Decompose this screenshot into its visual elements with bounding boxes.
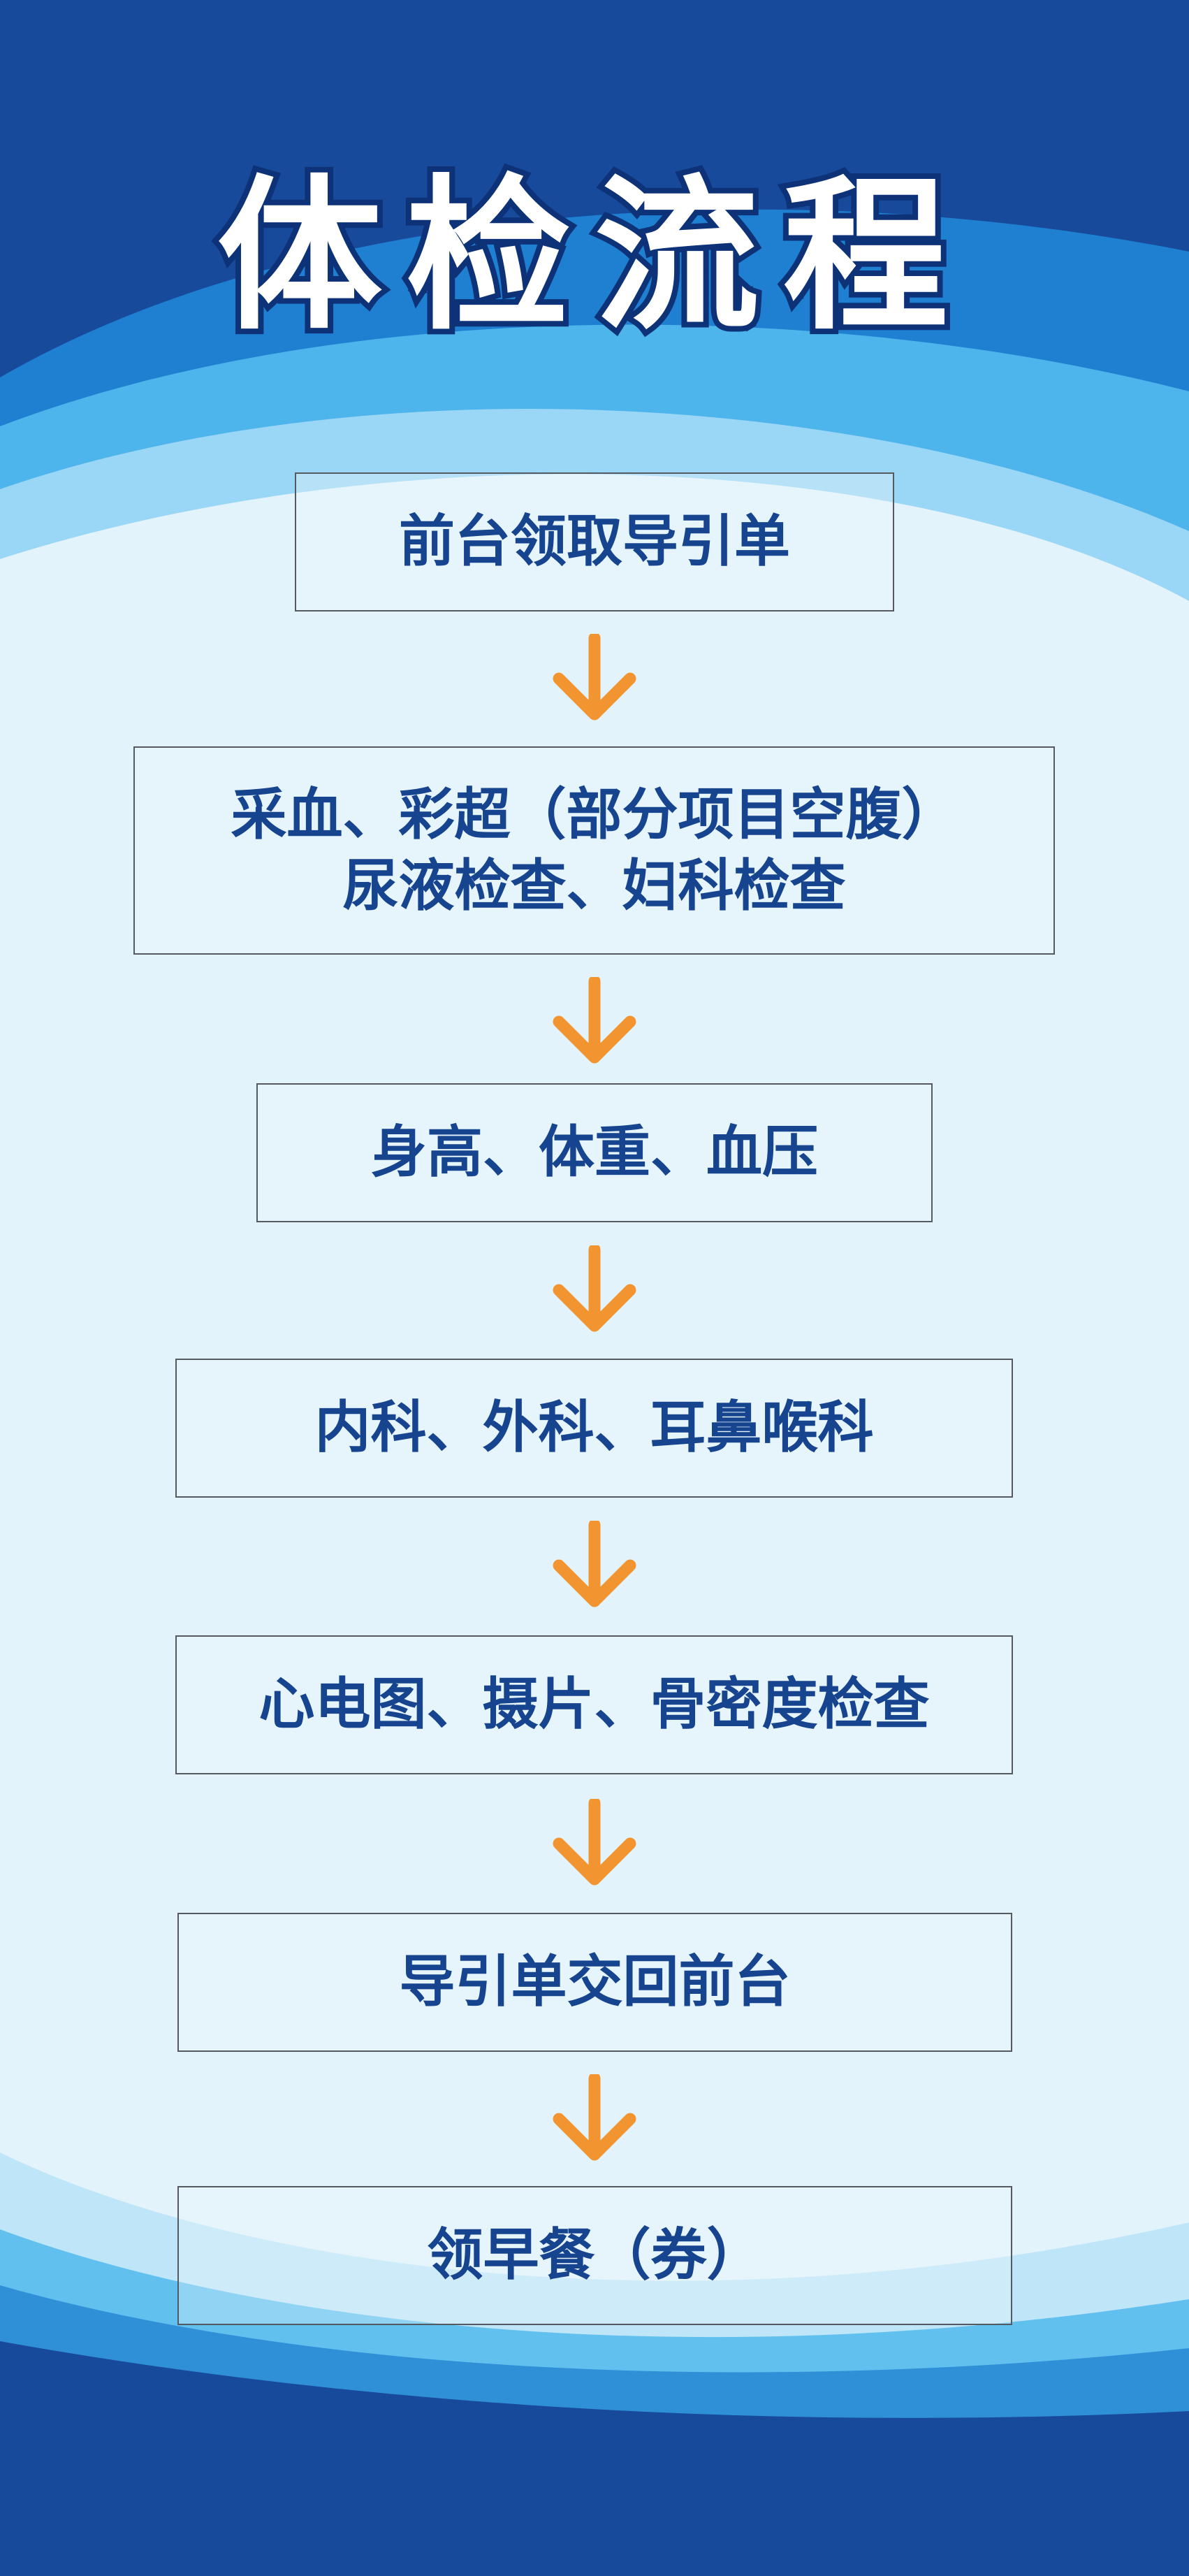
step-7-text: 领早餐（券） xyxy=(427,2222,763,2288)
step-2-text-line-2: 尿液检查、妇科检查 xyxy=(342,853,846,918)
arrow-down-icon xyxy=(553,1245,636,1332)
step-2-text-line-1: 采血、彩超（部分项目空腹） xyxy=(231,781,958,847)
arrow-down-icon xyxy=(553,634,636,721)
step-4-text: 内科、外科、耳鼻喉科 xyxy=(314,1395,874,1461)
arrow-down-icon xyxy=(553,1799,636,1886)
step-2-box: 采血、彩超（部分项目空腹） 尿液检查、妇科检查 xyxy=(133,746,1055,955)
poster-title: 体检流程 xyxy=(212,154,972,342)
arrow-down-icon xyxy=(553,977,636,1064)
step-3-text: 身高、体重、血压 xyxy=(371,1120,818,1185)
step-5-text: 心电图、摄片、骨密度检查 xyxy=(258,1672,930,1737)
arrow-down-icon xyxy=(553,2074,636,2161)
step-1-box: 前台领取导引单 xyxy=(295,472,894,612)
step-3-box: 身高、体重、血压 xyxy=(256,1083,933,1222)
step-5-box: 心电图、摄片、骨密度检查 xyxy=(175,1635,1013,1774)
step-4-box: 内科、外科、耳鼻喉科 xyxy=(175,1359,1013,1498)
poster-title-text: 体检流程 xyxy=(217,160,972,342)
step-6-box: 导引单交回前台 xyxy=(177,1913,1012,2052)
step-1-text: 前台领取导引单 xyxy=(399,509,790,574)
step-6-text: 导引单交回前台 xyxy=(399,1949,791,2015)
step-7-box: 领早餐（券） xyxy=(177,2186,1012,2325)
arrow-down-icon xyxy=(553,1521,636,1607)
